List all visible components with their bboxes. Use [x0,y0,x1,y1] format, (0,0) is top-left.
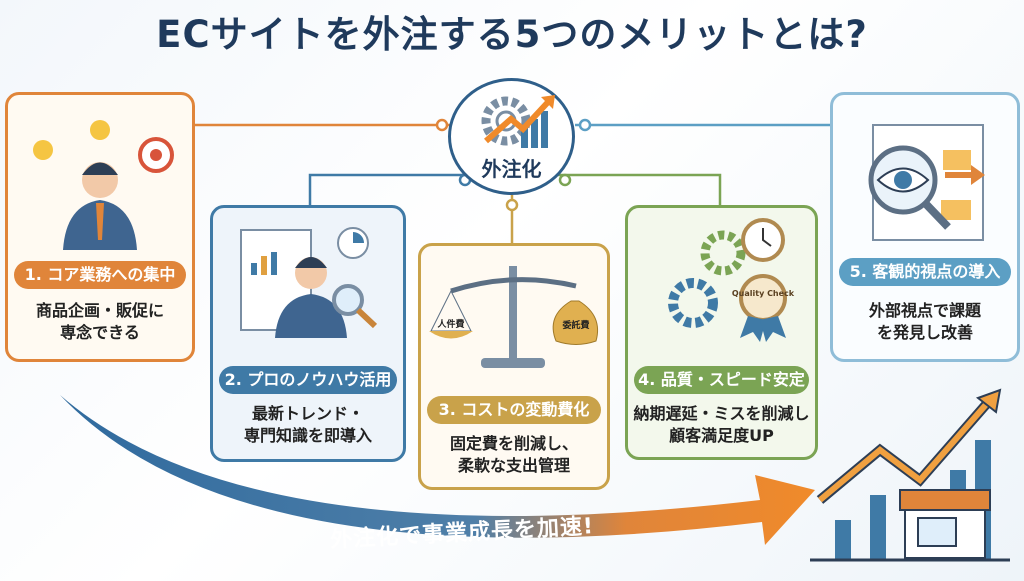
card-3-label: 3. コストの変動費化 [427,396,601,424]
card-4-label: 4. 品質・スピード安定 [634,366,809,394]
growth-arrow [60,395,815,545]
scale-right-label: 委託費 [561,319,589,331]
card-variable-cost: 人件費 委託費 3. コストの変動費化 固定費を削減し、 柔軟な支出管理 [418,243,610,490]
card-pro-knowhow: 2. プロのノウハウ活用 最新トレンド・ 専門知識を即導入 [210,205,406,462]
card-2-label: 2. プロのノウハウ活用 [219,366,397,394]
card-1-desc: 商品企画・販促に 専念できる [35,301,164,342]
page-title: ECサイトを外注する5つのメリットとは? [156,13,868,56]
businessman-ideas-icon [33,120,174,250]
card-1-label: 1. コア業務への集中 [14,261,186,289]
card-5-desc: 外部視点で課題 を発見し改善 [868,301,981,342]
card-2-desc: 最新トレンド・ 専門知識を即導入 [243,404,372,445]
gears-quality-icon: Quality Check [668,218,795,342]
hub-label: 外注化 [481,157,542,181]
eye-magnifier-icon [868,124,985,241]
card-objective-view: 5. 客観的視点の導入 外部視点で課題 を発見し改善 [830,92,1020,362]
scale-left-label: 人件費 [436,318,464,330]
card-3-desc: 固定費を削減し、 柔軟な支出管理 [449,434,578,475]
card-5-label: 5. 客観的視点の導入 [839,258,1011,286]
expert-analysis-icon [240,227,378,338]
card-4-desc: 納期遅延・ミスを削減し 顧客満足度UP [633,404,810,445]
card-core-business: 1. コア業務への集中 商品企画・販促に 専念できる [5,92,195,362]
gear-growth-icon [481,95,555,148]
card-quality-speed: Quality Check 4. 品質・スピード安定 納期遅延・ミスを削減し 顧… [625,205,818,460]
balance-scale-icon: 人件費 委託費 [429,266,599,368]
quality-check-badge: Quality Check [732,289,795,298]
hub-outsourcing: 外注化 [448,78,575,195]
